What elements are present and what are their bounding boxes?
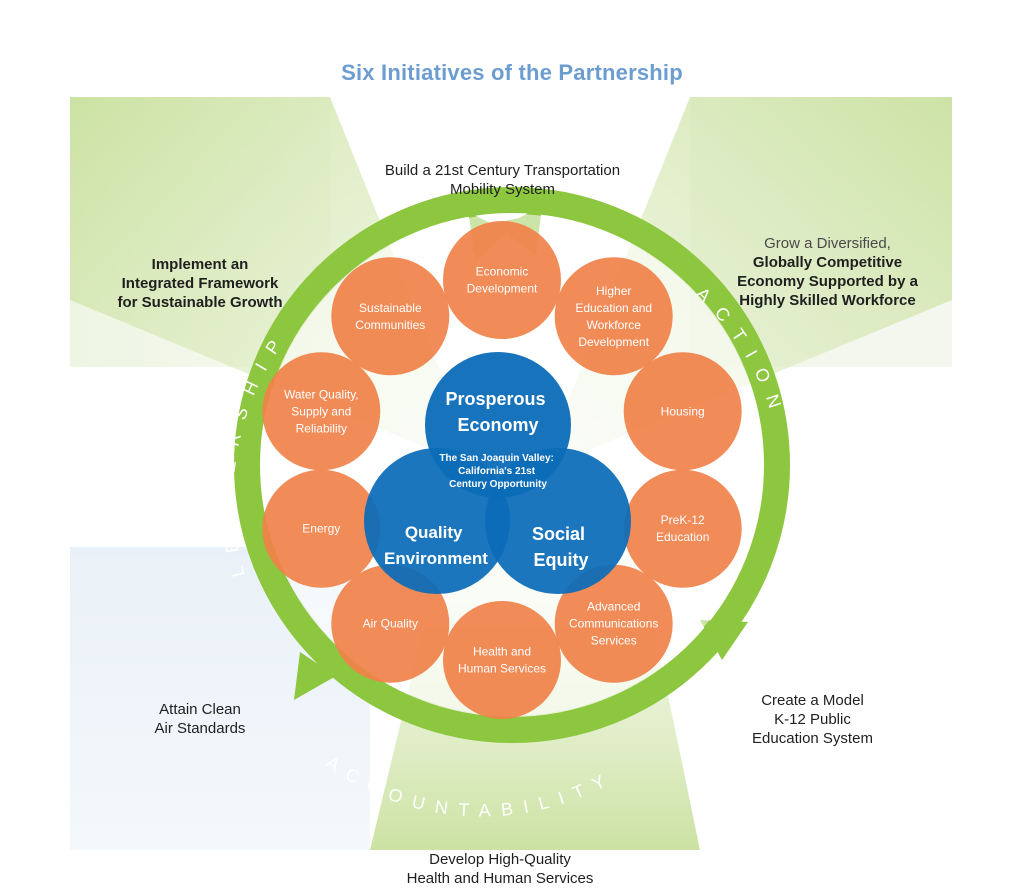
petal-4 [554,564,673,683]
initiative-sustainable-growth: Implement an Integrated Framework for Su… [117,256,283,311]
ring-track [234,187,790,743]
core-quality-environment [364,448,510,594]
petal-1 [554,257,673,376]
petal-7 [262,469,381,588]
initiative-economy: Grow a Diversified, Globally Competitive… [737,235,918,309]
core-social-label: Social Equity [532,524,590,570]
petal-9 [331,257,450,376]
petal-2 [623,352,742,471]
core-quality-label: Quality Environment [384,523,488,568]
initiative-k12-education: Create a Model K-12 Public Education Sys… [752,692,873,747]
ring-arrow-head-right [700,620,748,660]
petal-0 [443,221,561,339]
petal-label-7: Energy [302,522,340,536]
initiative-health-services: Develop High-Quality Health and Human Se… [406,851,594,887]
petal-label-6: Air Quality [363,617,418,631]
diagram-title: Six Initiatives of the Partnership [341,60,683,85]
core-center-label: The San Joaquin Valley: California's 21s… [439,453,556,490]
petal-3 [623,469,742,588]
petal-6 [331,564,450,683]
petal-8 [262,352,381,471]
initiative-transportation: Build a 21st Century Transportation Mobi… [384,162,621,198]
petal-label-2: Housing [661,404,705,418]
core-prosperous-label: Prosperous Economy [445,389,550,435]
petal-5 [443,601,561,719]
core-social-equity [485,448,631,594]
core-circles: Prosperous Economy The San Joaquin Valle… [364,352,631,594]
initiative-clean-air: Attain Clean Air Standards [154,701,246,737]
ring-arrow-head-left [294,652,336,700]
